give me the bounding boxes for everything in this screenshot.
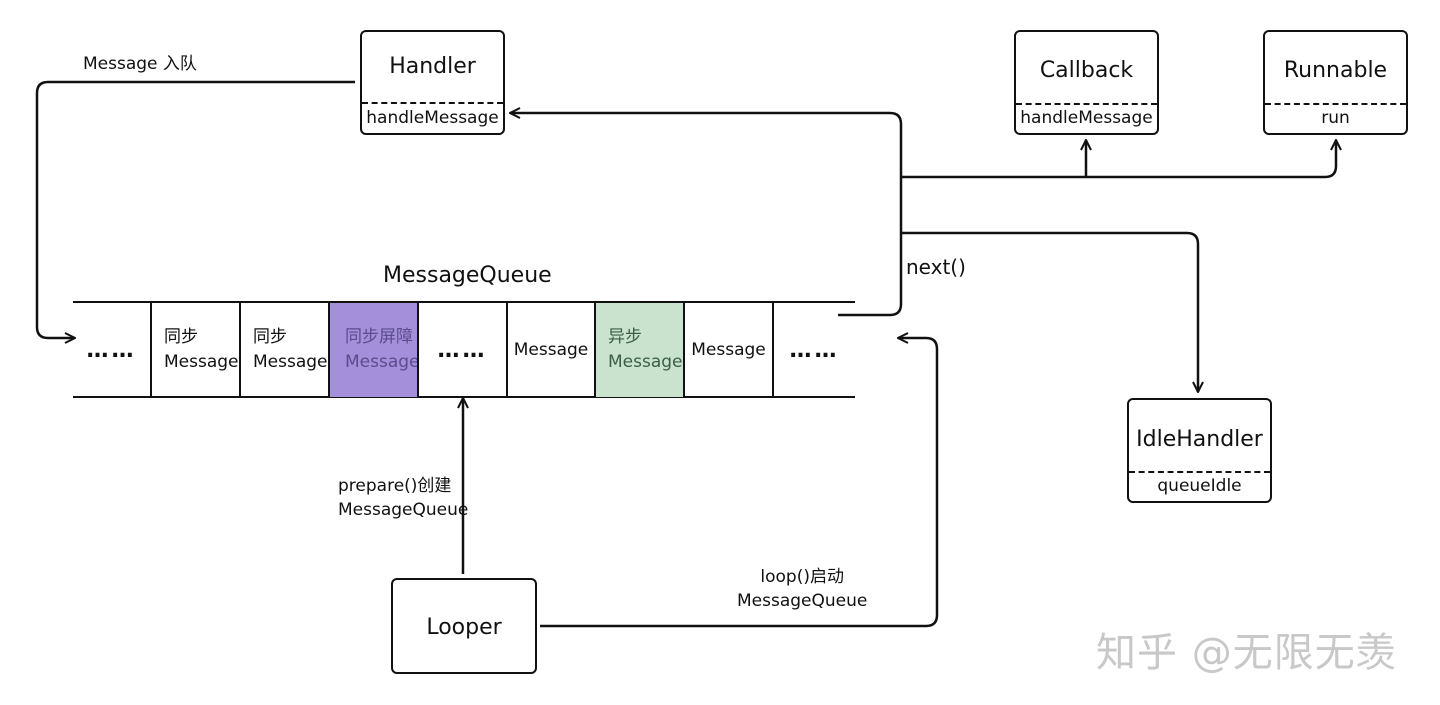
queue-top-border bbox=[73, 301, 855, 303]
idle-handler-method: queueIdle bbox=[1157, 476, 1242, 496]
idle-handler-arrow bbox=[901, 231, 1198, 392]
cell-line2: Message bbox=[345, 352, 420, 372]
handler-box: Handler handleMessage bbox=[360, 30, 505, 135]
handler-title: Handler bbox=[389, 54, 476, 79]
cell-line1: 异步 bbox=[608, 327, 642, 347]
loop-label-line1: loop()启动 bbox=[760, 567, 844, 587]
queue-cell-sync-barrier: 同步屏障 Message bbox=[328, 303, 420, 397]
watermark: 知乎 @无限无羡 bbox=[1096, 630, 1397, 676]
enqueue-label: Message 入队 bbox=[83, 54, 197, 74]
runnable-title: Runnable bbox=[1283, 58, 1388, 83]
idle-handler-title: IdleHandler bbox=[1136, 427, 1263, 452]
runnable-method: run bbox=[1321, 108, 1350, 128]
loop-label-line2: MessageQueue bbox=[737, 591, 868, 611]
cell-line1: Message bbox=[691, 339, 766, 360]
callback-divider bbox=[1016, 103, 1157, 105]
next-label: next() bbox=[906, 255, 966, 279]
cell-line2: Message bbox=[164, 352, 239, 372]
looper-title: Looper bbox=[426, 615, 502, 640]
cell-line1: Message bbox=[513, 339, 589, 360]
queue-cell-message: Message bbox=[506, 303, 594, 397]
queue-cell-ellipsis: …… bbox=[417, 303, 506, 397]
queue-cell-async-message: 异步 Message bbox=[594, 303, 683, 397]
loop-label: loop()启动 MessageQueue bbox=[737, 565, 867, 613]
cell-line2: Message bbox=[253, 352, 328, 372]
cell-line1: 同步 bbox=[253, 327, 287, 347]
next-to-handler-arrow bbox=[510, 113, 903, 317]
queue-cell-sync-message: 同步 Message bbox=[239, 303, 328, 397]
ellipsis-text: …… bbox=[789, 337, 840, 363]
callback-title: Callback bbox=[1039, 58, 1134, 83]
callback-method: handleMessage bbox=[1020, 108, 1153, 128]
queue-cell-message: Message bbox=[683, 303, 772, 397]
message-queue-title: MessageQueue bbox=[383, 263, 552, 288]
runnable-box: Runnable run bbox=[1263, 30, 1408, 135]
idle-handler-divider bbox=[1129, 471, 1270, 473]
cell-line1: 同步 bbox=[164, 327, 198, 347]
prepare-label-line1: prepare()创建 bbox=[338, 476, 452, 496]
queue-cell-sync-message: 同步 Message bbox=[150, 303, 239, 397]
dispatch-line bbox=[901, 140, 1336, 179]
prepare-label: prepare()创建 MessageQueue bbox=[338, 474, 468, 522]
looper-box: Looper bbox=[391, 578, 537, 674]
cell-line2: Message bbox=[608, 352, 683, 372]
ellipsis-text: …… bbox=[437, 337, 488, 363]
enqueue-arrow bbox=[35, 80, 355, 338]
ellipsis-text: …… bbox=[86, 337, 137, 363]
handler-method: handleMessage bbox=[366, 108, 499, 128]
handler-divider bbox=[362, 102, 503, 104]
queue-cell-ellipsis: …… bbox=[73, 303, 150, 397]
callback-box: Callback handleMessage bbox=[1014, 30, 1159, 135]
queue-bottom-border bbox=[73, 396, 855, 398]
queue-cell-ellipsis: …… bbox=[772, 303, 855, 397]
cell-line1: 同步屏障 bbox=[345, 327, 413, 347]
prepare-label-line2: MessageQueue bbox=[338, 500, 469, 520]
idle-handler-box: IdleHandler queueIdle bbox=[1127, 398, 1272, 503]
runnable-divider bbox=[1265, 103, 1406, 105]
loop-arrow bbox=[540, 338, 939, 628]
